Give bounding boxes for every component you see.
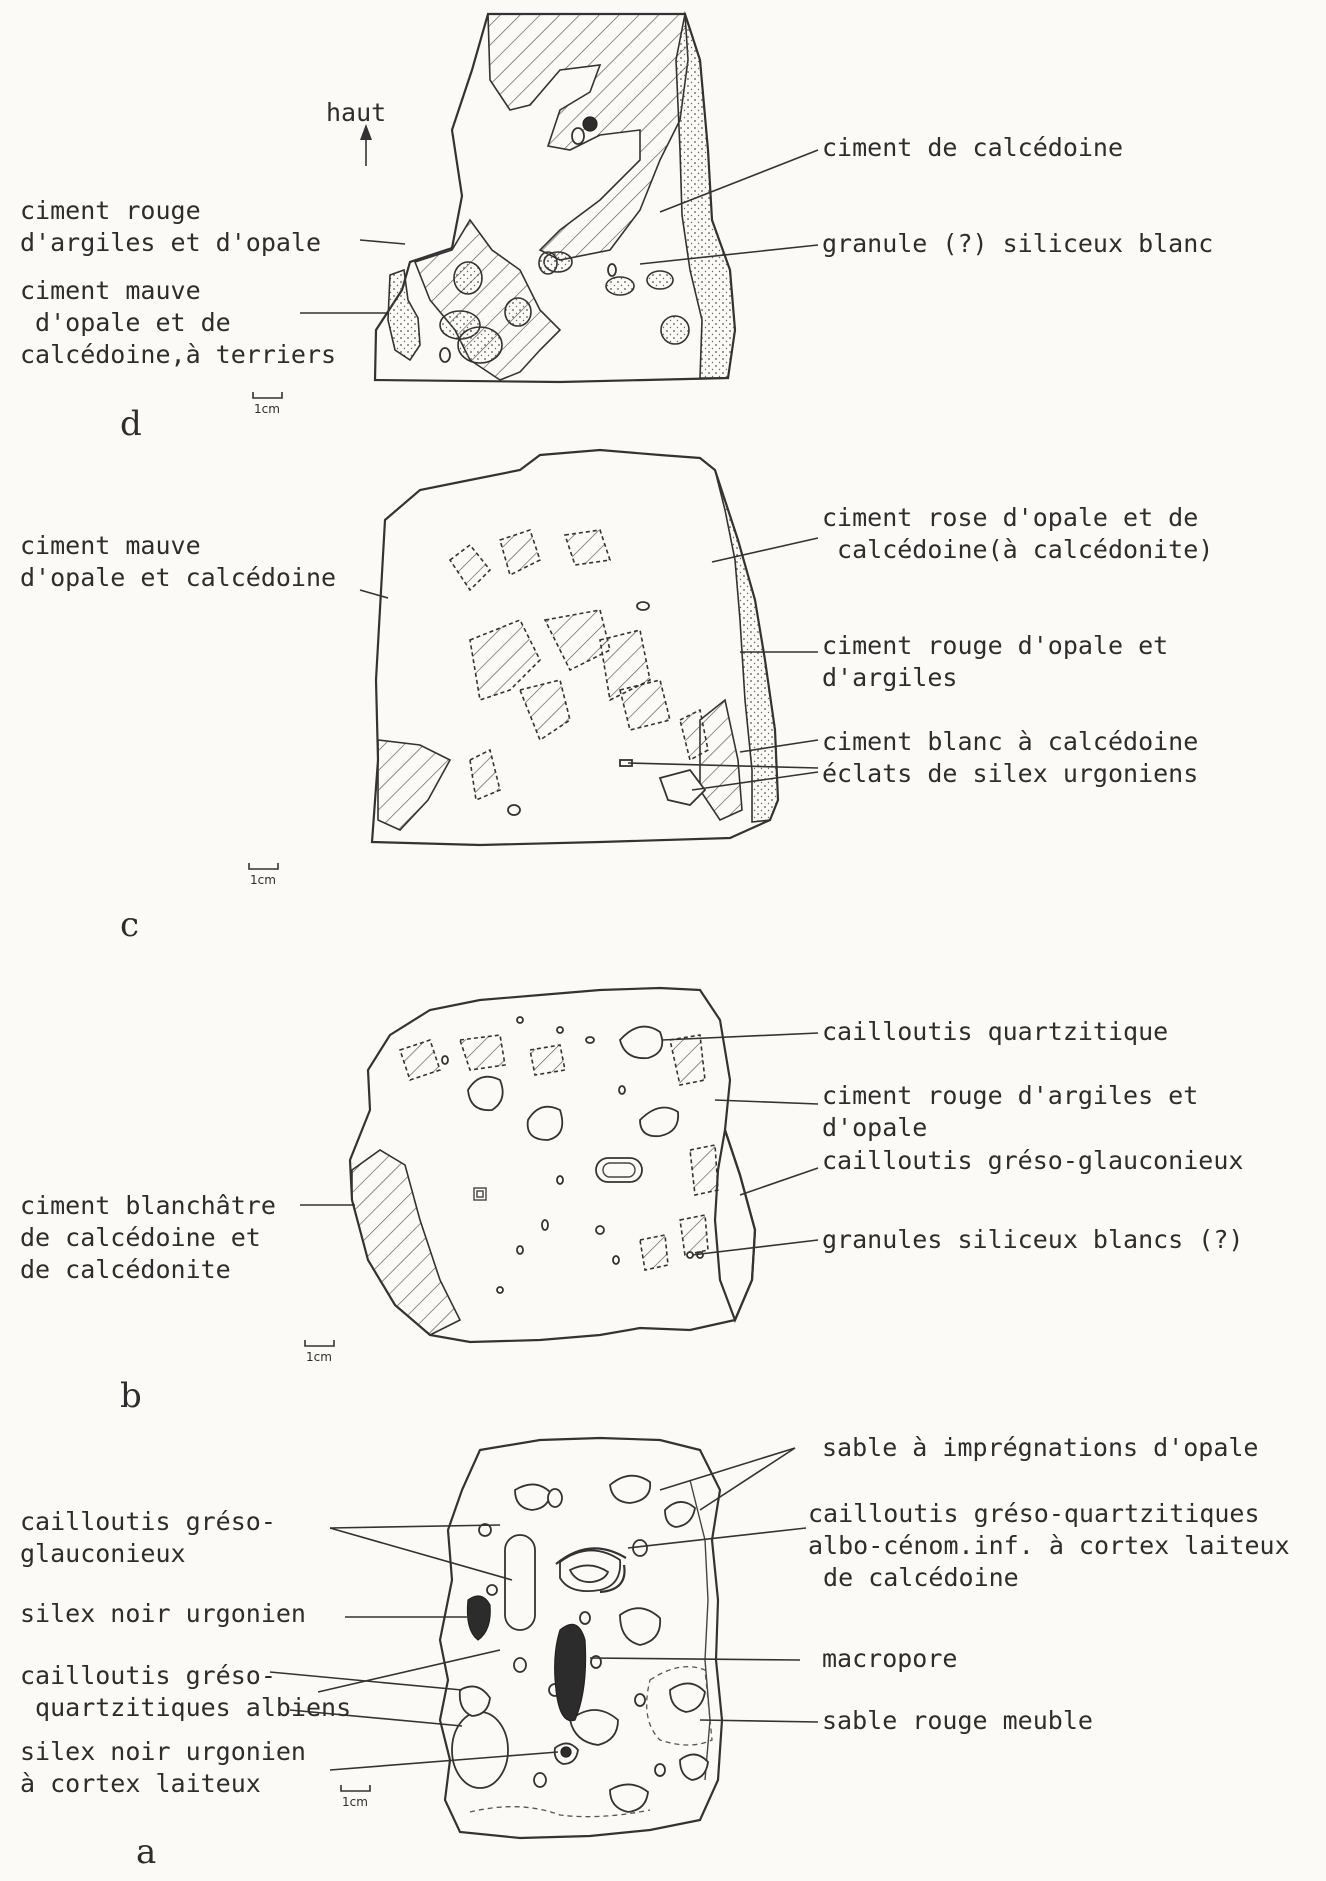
label-d-ciment-calcedoine: ciment de calcédoine	[822, 132, 1123, 164]
specimen-a-silex-black-2	[555, 1624, 586, 1720]
specimen-c-leader-1	[360, 590, 388, 598]
label-d-ciment-rouge: ciment rouge d'argiles et d'opale	[20, 195, 321, 259]
label-d-ciment-mauve: ciment mauve d'opale et de calcédoine,à …	[20, 275, 336, 371]
specimen-d	[253, 14, 818, 398]
label-b-cailloutis-greso: cailloutis gréso-glauconieux	[822, 1145, 1243, 1177]
label-b-cailloutis-quartzitique: cailloutis quartzitique	[822, 1016, 1168, 1048]
panel-letter-a: a	[136, 1832, 156, 1872]
specimen-b-leader-2	[662, 1033, 818, 1040]
specimen-a-leader-8	[590, 1658, 800, 1660]
specimen-d-clast-12	[440, 348, 450, 362]
specimen-b-rim	[715, 1130, 755, 1320]
specimen-d-clast-11	[608, 264, 616, 276]
label-b-granules: granules siliceux blancs (?)	[822, 1224, 1243, 1256]
panel-letter-c: c	[120, 905, 139, 945]
scale-label-d: 1cm	[254, 403, 280, 415]
label-a-silex-cortex: silex noir urgonien à cortex laiteux	[20, 1736, 306, 1800]
scale-bar-b	[305, 1340, 334, 1346]
specimen-d-hatched-zone	[488, 14, 688, 260]
specimen-a-leader-4	[330, 1752, 558, 1770]
specimen-c-hatched-left	[378, 740, 450, 830]
specimen-c-pore	[637, 602, 649, 610]
specimen-c-hatched-right	[700, 700, 742, 820]
label-a-cailloutis-albo: cailloutis gréso-quartzitiques albo-céno…	[808, 1498, 1290, 1594]
specimen-d-clast-9	[539, 252, 557, 274]
label-b-ciment-rouge: ciment rouge d'argiles et d'opale	[822, 1080, 1198, 1144]
label-a-sable-rouge: sable rouge meuble	[822, 1705, 1093, 1737]
specimen-b-granule-2	[477, 1191, 483, 1197]
specimen-b-pebble-2	[468, 1077, 503, 1111]
label-a-silex-noir: silex noir urgonien	[20, 1598, 306, 1630]
specimen-d-clast-8	[458, 327, 502, 363]
label-a-sable-opale: sable à imprégnations d'opale	[822, 1432, 1259, 1464]
specimen-b-pebble-1	[620, 1027, 662, 1059]
specimen-b-hatched-left	[352, 1150, 460, 1335]
label-c-ciment-rose: ciment rose d'opale et de calcédoine(à c…	[822, 502, 1213, 566]
specimen-b-leader-4	[740, 1168, 818, 1195]
label-b-ciment-blanchatre: ciment blanchâtre de calcédoine et de ca…	[20, 1190, 276, 1286]
specimen-d-leader-4	[640, 245, 818, 264]
specimen-b-pebble-3	[528, 1107, 563, 1140]
label-c-ciment-rouge: ciment rouge d'opale et d'argiles	[822, 630, 1168, 694]
panel-letter-b: b	[120, 1376, 142, 1416]
specimen-d-clast-6	[647, 271, 673, 289]
scale-bar-c	[249, 863, 278, 869]
specimen-b-pebble-4	[640, 1108, 678, 1137]
specimen-c	[249, 450, 818, 869]
specimen-c-leader-2	[712, 538, 818, 562]
specimen-d-clast-3	[505, 298, 531, 326]
label-a-cailloutis-glauco: cailloutis gréso- glauconieux	[20, 1506, 276, 1570]
specimen-c-silex-chip	[660, 770, 705, 805]
specimen-a-silex-cortex-core	[561, 1747, 571, 1757]
label-a-cailloutis-quartz: cailloutis gréso- quartzitiques albiens	[20, 1660, 351, 1724]
specimen-a-silex-black-1	[467, 1596, 490, 1640]
specimen-d-leader-1	[360, 240, 405, 244]
specimen-b-granule-1	[474, 1188, 486, 1200]
label-d-granule: granule (?) siliceux blanc	[822, 228, 1213, 260]
specimen-d-clast-1	[454, 262, 482, 294]
specimen-d-clast-5	[606, 277, 634, 295]
label-a-macropore: macropore	[822, 1643, 957, 1675]
scale-label-c: 1cm	[250, 874, 276, 886]
specimen-b	[300, 988, 818, 1346]
specimen-a-leader-6a	[660, 1448, 795, 1490]
specimen-d-clast-7	[661, 316, 689, 344]
panel-letter-d: d	[120, 404, 142, 444]
specimen-a	[270, 1438, 818, 1838]
specimen-d-granule	[583, 117, 597, 131]
scale-bar-a	[341, 1785, 370, 1791]
specimen-a-leader-7	[628, 1528, 806, 1548]
specimen-d-clast-10	[572, 128, 584, 144]
specimen-a-leader-2a	[330, 1525, 500, 1528]
label-c-ciment-mauve: ciment mauve d'opale et calcédoine	[20, 530, 336, 594]
specimen-b-hatched-patches	[400, 1035, 718, 1270]
specimen-b-leader-3	[715, 1100, 818, 1104]
specimen-c-hatched-patches	[450, 530, 708, 800]
label-c-ciment-blanc: ciment blanc à calcédoine éclats de sile…	[822, 726, 1198, 790]
specimen-a-rim	[690, 1480, 710, 1780]
scale-label-a: 1cm	[342, 1796, 368, 1808]
specimen-a-leader-9	[700, 1720, 818, 1722]
specimen-c-pore-2	[508, 805, 520, 815]
scale-label-b: 1cm	[306, 1351, 332, 1363]
scale-bar-d	[253, 392, 282, 398]
orientation-label-haut: haut	[326, 97, 386, 129]
specimen-d-burrow	[388, 270, 420, 360]
